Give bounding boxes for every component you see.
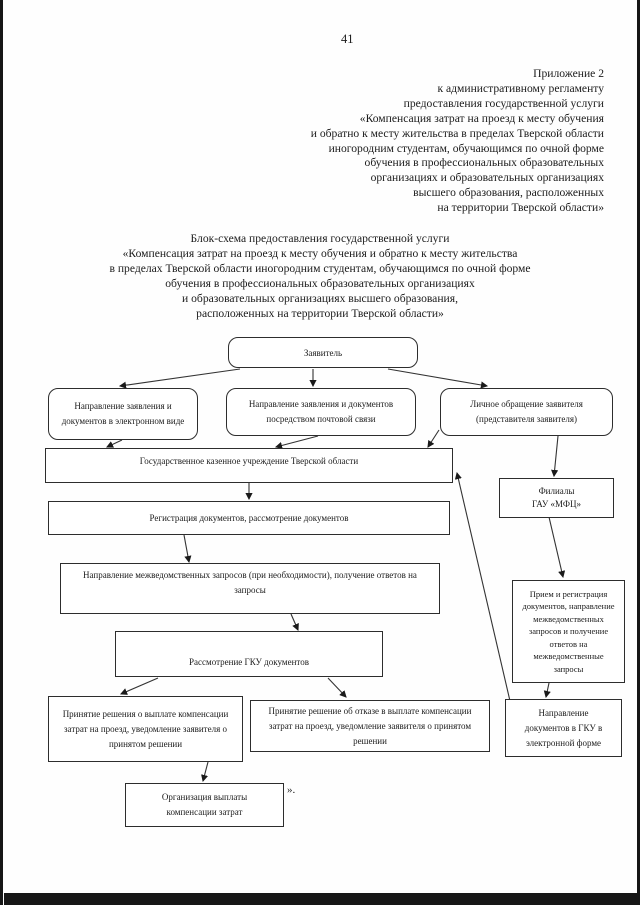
appendix-line: организациях и образовательных организац… [370, 171, 604, 185]
arrow-personal-filials [551, 435, 559, 478]
appendix-line: Приложение 2 [533, 67, 604, 80]
appendix-line: и обратно к месту жительства в пределах … [310, 126, 604, 140]
node-mail-submission: Направление заявления и документов посре… [226, 388, 416, 436]
node-mfc-branches: Филиалы ГАУ «МФЦ» [499, 478, 614, 518]
arrow-interagency-review [290, 613, 299, 631]
appendix-line: «Компенсация затрат на проезд к месту об… [359, 111, 604, 125]
node-personal-visit: Личное обращение заявителя (представител… [440, 388, 613, 436]
arrow-sendgku-gku [454, 471, 511, 702]
node-electronic-submission: Направление заявления и документов в эле… [48, 388, 198, 440]
title-line: обучения в профессиональных образователь… [165, 277, 475, 290]
node-payment-organization: Организация выплаты компенсации затрат [125, 783, 284, 827]
flowchart-title: Блок-схема предоставления государственно… [0, 231, 640, 321]
arrow-review-approve [120, 677, 159, 695]
appendix-line: высшего образования, расположенных [413, 186, 604, 200]
node-applicant: Заявитель [228, 337, 418, 368]
node-gku-review: Рассмотрение ГКУ документов [115, 631, 383, 677]
arrow-electronic-gku [106, 439, 123, 448]
arrow-approve-payment [201, 761, 209, 783]
node-mfc-reception: Прием и регистрация документов, направле… [512, 580, 625, 683]
appendix-heading: Приложение 2 к административному регламе… [174, 67, 604, 216]
arrow-applicant-personal [387, 368, 489, 389]
title-line: расположенных на территории Тверской обл… [196, 307, 444, 320]
title-line: Блок-схема предоставления государственно… [190, 232, 450, 245]
title-line: «Компенсация затрат на проезд к месту об… [122, 247, 518, 260]
appendix-line: иногородним студентам, обучающимся по оч… [328, 141, 604, 155]
arrow-personal-gku [427, 429, 440, 448]
arrow-review-reject [327, 677, 347, 698]
appendix-line: обучения в профессиональных образователь… [364, 156, 604, 170]
arrow-reception-sendgku [543, 682, 551, 699]
closing-quote-mark: ». [287, 784, 296, 796]
appendix-line: к административному регламенту [437, 81, 604, 95]
node-interagency-requests: Направление межведомственных запросов (п… [60, 563, 440, 614]
title-line: в пределах Тверской области иногородним … [109, 262, 531, 275]
node-send-to-gku: Направление документов в ГКУ в электронн… [505, 699, 622, 757]
title-line: и образовательных организациях высшего о… [182, 292, 458, 305]
node-decision-reject: Принятие решение об отказе в выплате ком… [250, 700, 490, 752]
node-gku: Государственное казенное учреждение Твер… [45, 448, 453, 483]
scan-edge-left [0, 0, 3, 905]
arrow-registration-interagency [183, 534, 192, 564]
mfc-branches-line: ГАУ «МФЦ» [531, 499, 582, 509]
appendix-line: на территории Тверской области» [437, 201, 604, 215]
page-number: 41 [341, 32, 354, 46]
scan-edge-right [637, 0, 640, 905]
arrow-filials-reception [548, 516, 566, 579]
scan-edge-bottom [4, 893, 640, 905]
node-registration: Регистрация документов, рассмотрение док… [48, 501, 450, 535]
node-decision-approve: Принятие решения о выплате компенсации з… [48, 696, 243, 762]
mfc-branches-line: Филиалы [538, 486, 575, 496]
arrow-applicant-electronic [118, 368, 241, 389]
appendix-line: предоставления государственной услуги [403, 96, 604, 110]
arrow-mail-gku [274, 435, 319, 449]
